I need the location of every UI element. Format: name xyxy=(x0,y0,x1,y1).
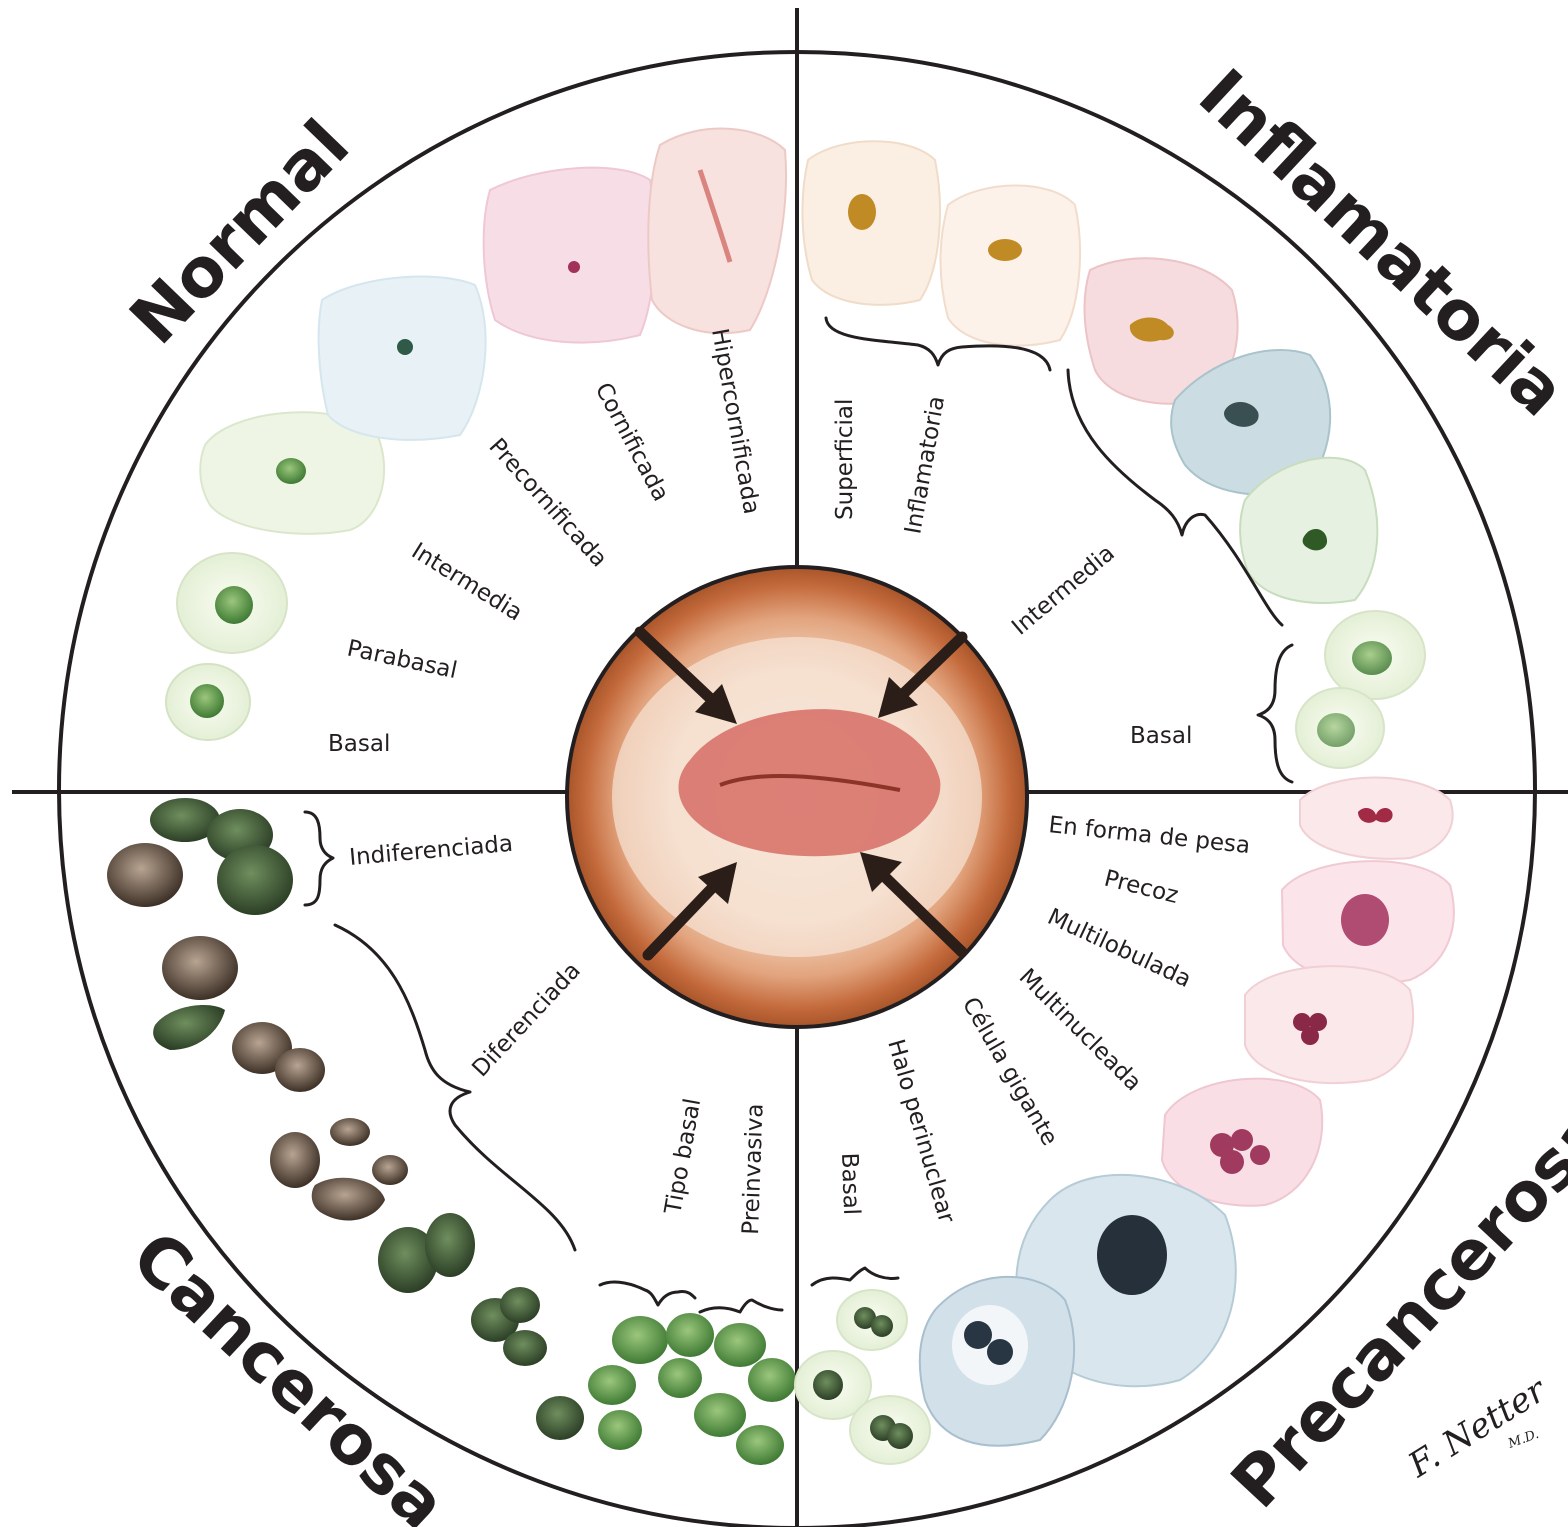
cell-superficial-inflam-2 xyxy=(941,185,1081,345)
cell-multinucleada xyxy=(1162,1079,1322,1206)
cell-cancer-tipo-basal-4 xyxy=(658,1358,702,1398)
cell-cancer-preinvasiva-3 xyxy=(694,1393,746,1437)
label-inflam-superficial: Superficial xyxy=(832,399,858,520)
label-precancer-basal: Basal xyxy=(836,1152,864,1215)
cell-hipercornificada-normal xyxy=(648,129,786,334)
label-inflam-intermedia: Intermedia xyxy=(1007,540,1120,640)
cell-cancer-preinvasiva-4 xyxy=(736,1425,784,1465)
cell-cancer-dif-4 xyxy=(275,1048,325,1092)
cell-parabasal-normal xyxy=(177,553,287,653)
label-normal-cornificada: Cornificada xyxy=(590,379,674,506)
cell-cancer-indif-3 xyxy=(107,843,183,907)
cell-cancer-tipo-basal-6 xyxy=(598,1410,642,1450)
label-precancer-halo: Halo perinuclear xyxy=(882,1036,959,1226)
label-normal-basal: Basal xyxy=(328,731,390,757)
cell-cancer-indif-4 xyxy=(217,845,293,915)
cell-basal-inflam-1 xyxy=(1325,611,1425,699)
cell-cancer-preinvasiva-2 xyxy=(748,1358,796,1402)
brace-tipo-basal xyxy=(600,1282,695,1305)
cell-cornificada-normal xyxy=(484,168,656,343)
label-precancer-multilobulada: Multilobulada xyxy=(1043,904,1195,993)
brace-basal-inflamatoria xyxy=(1258,645,1292,782)
label-normal-precornificada: Precornificada xyxy=(484,434,613,573)
artist-signature: F. Netter M.D. xyxy=(1401,1369,1555,1486)
label-precancer-precoz: Precoz xyxy=(1102,866,1181,909)
label-cancer-preinvasiva: Preinvasiva xyxy=(738,1103,769,1235)
label-normal-hipercornificada: Hipercornificada xyxy=(706,327,764,517)
cell-basal-precancer xyxy=(795,1290,930,1464)
cell-precornificada-normal xyxy=(319,277,486,440)
cell-cancer-dif-12 xyxy=(500,1287,540,1323)
cell-cancer-dif-10 xyxy=(425,1213,475,1277)
label-normal-parabasal: Parabasal xyxy=(345,635,460,684)
label-inflam-basal: Basal xyxy=(1130,723,1192,749)
cell-pesa xyxy=(1300,778,1453,859)
cell-cancer-dif-6 xyxy=(330,1118,370,1146)
label-cancer-tipo-basal: Tipo basal xyxy=(660,1096,706,1217)
label-precancer-pesa: En forma de pesa xyxy=(1047,812,1251,859)
brace-basal-precancerosa xyxy=(812,1268,898,1285)
label-precancer-gigante: Célula gigante xyxy=(957,993,1063,1150)
cell-cancer-dif-7 xyxy=(312,1178,385,1221)
cell-cancer-tipo-basal-2 xyxy=(666,1313,714,1357)
cell-cancer-dif-8 xyxy=(372,1155,408,1185)
cell-cancer-dif-13 xyxy=(503,1330,547,1366)
label-precancer-multinucleada: Multinucleada xyxy=(1014,964,1146,1096)
brace-indiferenciada xyxy=(305,812,333,905)
label-cancer-diferenciada: Diferenciada xyxy=(467,958,585,1082)
label-inflam-inflamatoria: Inflamatoria xyxy=(900,394,950,536)
brace-preinvasiva xyxy=(700,1300,782,1312)
cervix-illustration xyxy=(567,567,1027,1027)
cell-cancer-dif-1 xyxy=(162,936,238,1000)
cell-cancer-preinvasiva-1 xyxy=(714,1323,766,1367)
cell-cancer-tipo-basal-5 xyxy=(536,1396,584,1440)
cell-cancer-dif-2 xyxy=(153,1005,225,1050)
label-cancer-indiferenciada: Indiferenciada xyxy=(348,831,514,871)
cell-basal-inflam-2 xyxy=(1296,688,1384,768)
cell-cancer-tipo-basal-1 xyxy=(612,1316,668,1364)
cell-basal-normal xyxy=(166,664,250,740)
cell-halo-perinuclear xyxy=(920,1277,1074,1446)
label-normal-intermedia: Intermedia xyxy=(407,538,527,626)
cell-cancer-tipo-basal-3 xyxy=(588,1365,636,1405)
cell-multilobulada xyxy=(1245,966,1413,1083)
cell-precoz xyxy=(1282,861,1454,983)
cell-superficial-inflam-1 xyxy=(802,141,940,305)
cell-cancer-dif-5 xyxy=(270,1132,320,1188)
